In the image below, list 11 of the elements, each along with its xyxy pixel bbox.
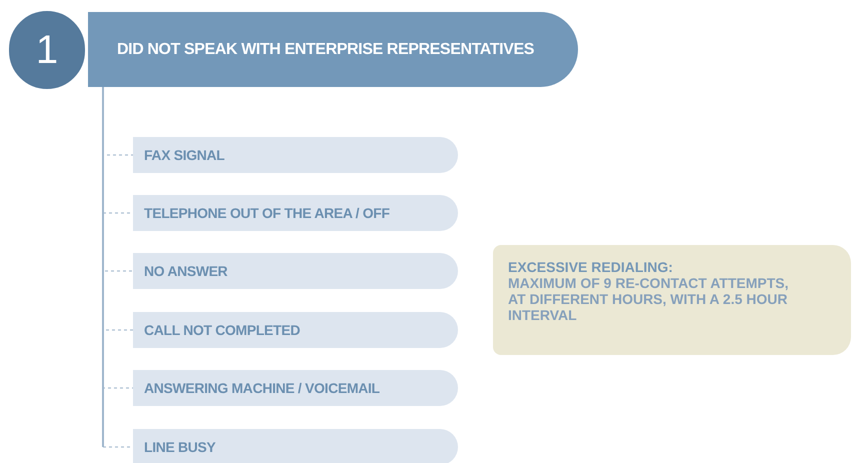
note-text: MAXIMUM OF 9 RE-CONTACT ATTEMPTS, AT DIFFERENT HOURS, WITH A 2.5 HOUR INTERVAL [508,275,790,323]
reason-box: LINE BUSY [133,429,458,463]
note-box [493,245,851,355]
header-band [88,12,578,87]
note-heading: EXCESSIVE REDIALING: [508,259,674,275]
reason-box: NO ANSWER [133,253,458,289]
reason-box: ANSWERING MACHINE / VOICEMAIL [133,370,458,406]
reason-box: TELEPHONE OUT OF THE AREA / OFF [133,195,458,231]
reason-box: CALL NOT COMPLETED [133,312,458,348]
header-title: DID NOT SPEAK WITH ENTERPRISE REPRESENTATIVES [117,40,534,60]
reason-box: FAX SIGNAL [133,137,458,173]
